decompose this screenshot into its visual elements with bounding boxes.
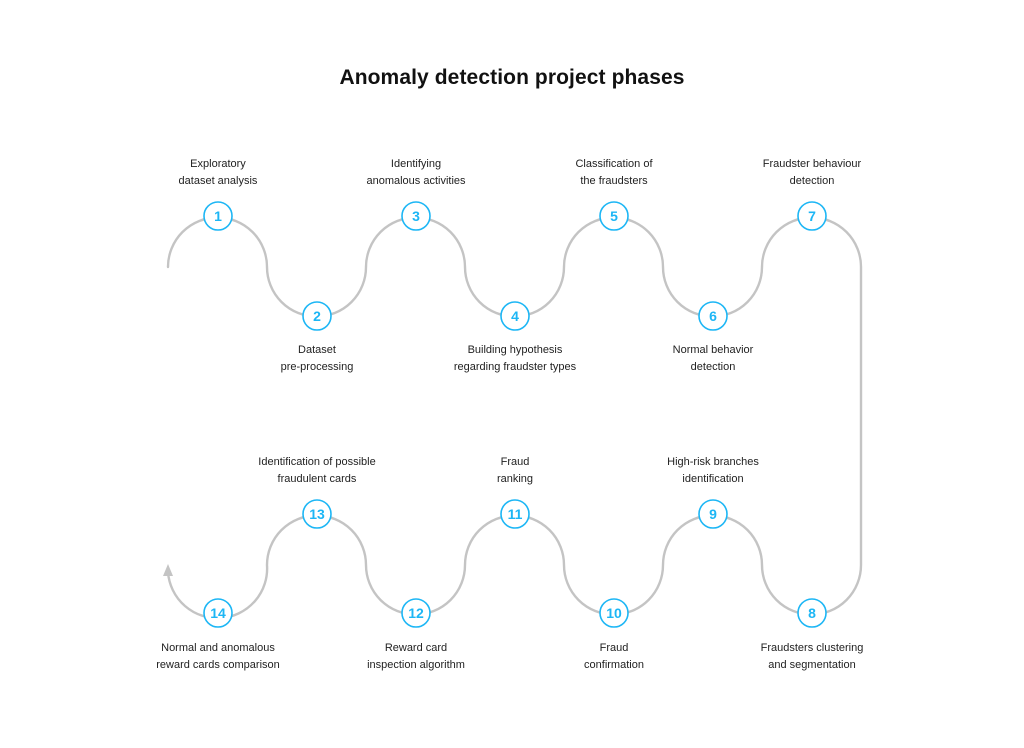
phase-number: 8 (808, 605, 816, 621)
phase-label-12: Reward card inspection algorithm (321, 640, 511, 674)
phase-label-7: Fraudster behaviour detection (717, 156, 907, 190)
phase-circle (203, 201, 233, 231)
phase-number: 5 (610, 208, 618, 224)
phase-label-line: detection (789, 175, 835, 187)
phase-label-line: Fraud (599, 642, 629, 654)
phase-circle (500, 301, 530, 331)
phase-circle (500, 499, 530, 529)
phase-node-7: 7 (797, 201, 827, 231)
end-arrow-icon (163, 564, 173, 576)
phase-label-line: Reward card (384, 642, 448, 654)
phase-label-line: Identification of possible (258, 456, 376, 468)
phase-node-10: 10 (599, 598, 629, 628)
phase-number: 6 (709, 308, 717, 324)
phase-label-2: Dataset pre-processing (222, 342, 412, 376)
phase-label-line: ranking (496, 473, 534, 485)
phase-circle (797, 201, 827, 231)
phase-label-line: anomalous activities (366, 175, 466, 187)
phase-circle (302, 499, 332, 529)
phase-label-line: inspection algorithm (367, 659, 465, 671)
phase-label-11: Fraud ranking (420, 454, 610, 488)
phase-label-14: Normal and anomalous reward cards compari… (123, 640, 313, 674)
phase-label-line: pre-processing (280, 361, 354, 373)
phase-circle (797, 598, 827, 628)
phase-circle (599, 598, 629, 628)
phase-node-14: 14 (203, 598, 233, 628)
phase-label-1: Exploratory dataset analysis (123, 156, 313, 190)
phase-label-line: the fraudsters (580, 175, 648, 187)
phase-node-2: 2 (302, 301, 332, 331)
phase-label-9: High-risk branches identification (618, 454, 808, 488)
phase-label-4: Building hypothesis regarding fraudster t… (420, 342, 610, 376)
phase-circle (203, 598, 233, 628)
phase-number: 14 (210, 605, 226, 621)
phase-label-5: Classification of the fraudsters (519, 156, 709, 190)
phase-number: 2 (313, 308, 321, 324)
phase-label-line: fraudulent cards (277, 473, 357, 485)
phase-label-line: Fraudster behaviour (762, 158, 862, 170)
phase-number: 9 (709, 506, 717, 522)
phase-label-8: Fraudsters clustering and segmentation (717, 640, 907, 674)
phase-label-line: detection (690, 361, 736, 373)
phase-node-6: 6 (698, 301, 728, 331)
page-title: Anomaly detection project phases (339, 66, 685, 89)
phase-number: 3 (412, 208, 420, 224)
phase-number: 4 (511, 308, 519, 324)
phase-node-4: 4 (500, 301, 530, 331)
phase-number: 7 (808, 208, 816, 224)
phase-label-line: Exploratory (190, 158, 246, 170)
phase-label-13: Identification of possible fraudulent car… (222, 454, 412, 488)
phase-node-1: 1 (203, 201, 233, 231)
phase-label-line: Dataset (298, 344, 336, 356)
phase-label-line: and segmentation (768, 659, 856, 671)
phase-circle (302, 301, 332, 331)
phase-label-line: High-risk branches (667, 456, 759, 468)
phase-label-3: Identifying anomalous activities (321, 156, 511, 190)
phase-label-6: Normal behavior detection (618, 342, 808, 376)
phase-node-8: 8 (797, 598, 827, 628)
phase-circle (401, 598, 431, 628)
phase-node-9: 9 (698, 499, 728, 529)
phase-label-line: regarding fraudster types (453, 361, 577, 373)
phase-circle (698, 499, 728, 529)
phase-number: 1 (214, 208, 222, 224)
phase-label-line: Classification of (575, 158, 653, 170)
phase-label-line: Fraudsters clustering (760, 642, 864, 654)
phase-node-3: 3 (401, 201, 431, 231)
phase-number: 11 (508, 506, 523, 522)
phase-label-line: Normal behavior (672, 344, 754, 356)
phase-circle (401, 201, 431, 231)
phase-node-12: 12 (401, 598, 431, 628)
phase-number: 10 (606, 605, 622, 621)
phase-label-10: Fraud confirmation (519, 640, 709, 674)
phase-node-13: 13 (302, 499, 332, 529)
phase-node-11: 11 (500, 499, 530, 529)
phase-number: 13 (309, 506, 325, 522)
phase-label-line: confirmation (584, 659, 644, 671)
phase-label-line: Identifying (390, 158, 442, 170)
phase-label-line: reward cards comparison (156, 659, 280, 671)
phase-circle (599, 201, 629, 231)
phase-label-line: dataset analysis (178, 175, 258, 187)
phase-number: 12 (408, 605, 424, 621)
phase-node-5: 5 (599, 201, 629, 231)
phase-label-line: Fraud (500, 456, 530, 468)
phase-label-line: Building hypothesis (467, 344, 563, 356)
phase-circle (698, 301, 728, 331)
timeline-path (166, 216, 863, 620)
phase-label-line: identification (682, 473, 744, 485)
phase-label-line: Normal and anomalous (161, 642, 275, 654)
